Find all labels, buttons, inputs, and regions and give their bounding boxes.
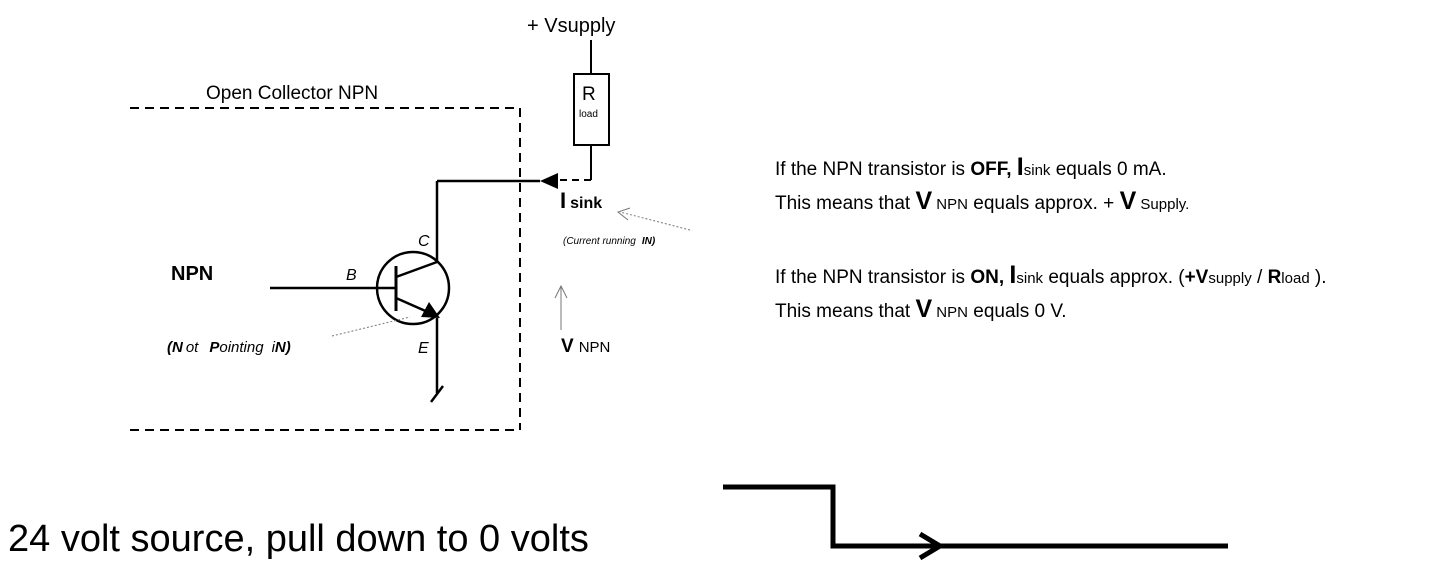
ground-stub (430, 385, 444, 403)
vnpn-pointer-head (554, 284, 568, 299)
supply-label: + Vsupply (527, 15, 615, 37)
pin-c-label: C (418, 233, 430, 250)
emitter-leg (395, 296, 431, 315)
pin-e-label: E (418, 340, 429, 357)
waveform-arrow-head (918, 531, 945, 561)
box-title: Open Collector NPN (206, 83, 378, 104)
pin-b-label: B (346, 267, 357, 284)
caption: 24 volt source, pull down to 0 volts (8, 518, 589, 560)
mnemonic-pointer (331, 316, 411, 337)
pull-down-waveform (723, 484, 1228, 549)
collector-leg (395, 260, 438, 279)
isink-pointer-head (616, 207, 631, 221)
on-means-line: This means that V NPN equals 0 V. (775, 295, 1067, 323)
npn-input-label: NPN (171, 263, 213, 285)
off-line: If the NPN transistor is OFF, Isink equa… (775, 153, 1167, 181)
resistor-sub-label: load (579, 109, 598, 120)
on-line: If the NPN transistor is ON, Isink equal… (775, 261, 1327, 289)
isink-pointer (619, 211, 691, 231)
current-arrow-head (540, 173, 558, 189)
emitter-arrow (421, 302, 440, 318)
resistor-r-label: R (582, 84, 596, 105)
off-means-line: This means that V NPN equals approx. + V… (775, 187, 1190, 215)
